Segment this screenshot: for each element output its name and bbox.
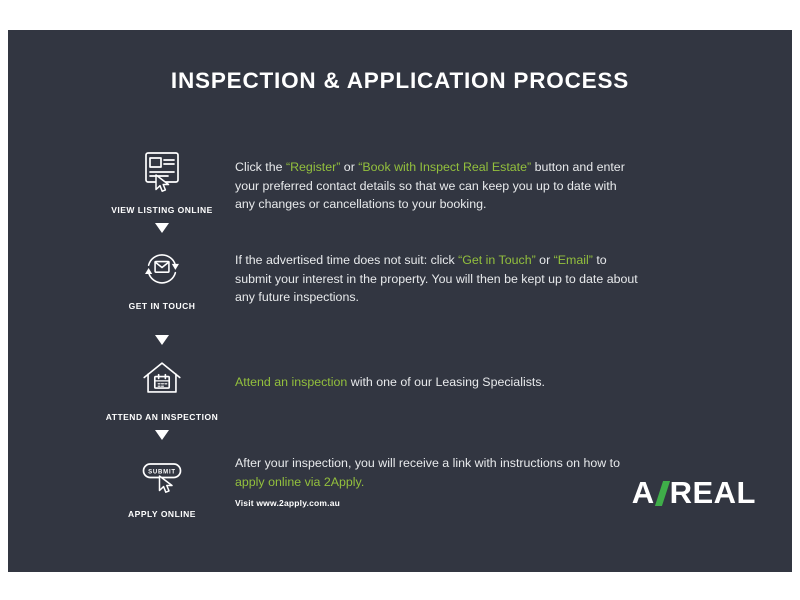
step-view-listing: VIEW LISTING ONLINE (104, 148, 220, 215)
step-description-view-listing: Click the “Register” or “Book with Inspe… (235, 160, 625, 212)
submit-button-icon: SUBMIT (142, 463, 182, 493)
down-arrow-icon (155, 335, 169, 345)
house-calendar-icon (143, 362, 181, 393)
infographic-panel: INSPECTION & APPLICATION PROCESS VIEW LI… (8, 30, 792, 572)
step-attend-inspection: ATTEND AN INSPECTION (104, 353, 220, 422)
down-arrow-icon (155, 223, 169, 233)
page-title: INSPECTION & APPLICATION PROCESS (170, 68, 630, 93)
brand-logo: A REAL (632, 475, 756, 511)
step-label-apply-online: APPLY ONLINE (128, 509, 196, 519)
logo-text-a: A (631, 475, 655, 510)
submit-button-label: SUBMIT (148, 469, 176, 475)
down-arrow-icon (155, 430, 169, 440)
step-label-attend-inspection: ATTEND AN INSPECTION (105, 412, 219, 422)
logo-text-real: REAL (669, 475, 756, 510)
step-label-view-listing: VIEW LISTING ONLINE (111, 205, 213, 215)
visit-url-note: Visit www.2apply.com.au (235, 498, 341, 508)
step-description-attend-inspection: Attend an inspection with one of our Lea… (235, 375, 545, 389)
step-get-in-touch: GET IN TOUCH (104, 244, 220, 311)
step-description-get-in-touch: If the advertised time does not suit: cl… (235, 253, 638, 305)
get-in-touch-icon (145, 254, 179, 284)
step-apply-online: SUBMIT APPLY ONLINE (104, 456, 220, 519)
step-description-apply-online: After your inspection, you will receive … (235, 456, 620, 489)
step-label-get-in-touch: GET IN TOUCH (128, 301, 196, 311)
view-listing-icon (145, 152, 179, 192)
logo-slash-icon (654, 480, 670, 506)
